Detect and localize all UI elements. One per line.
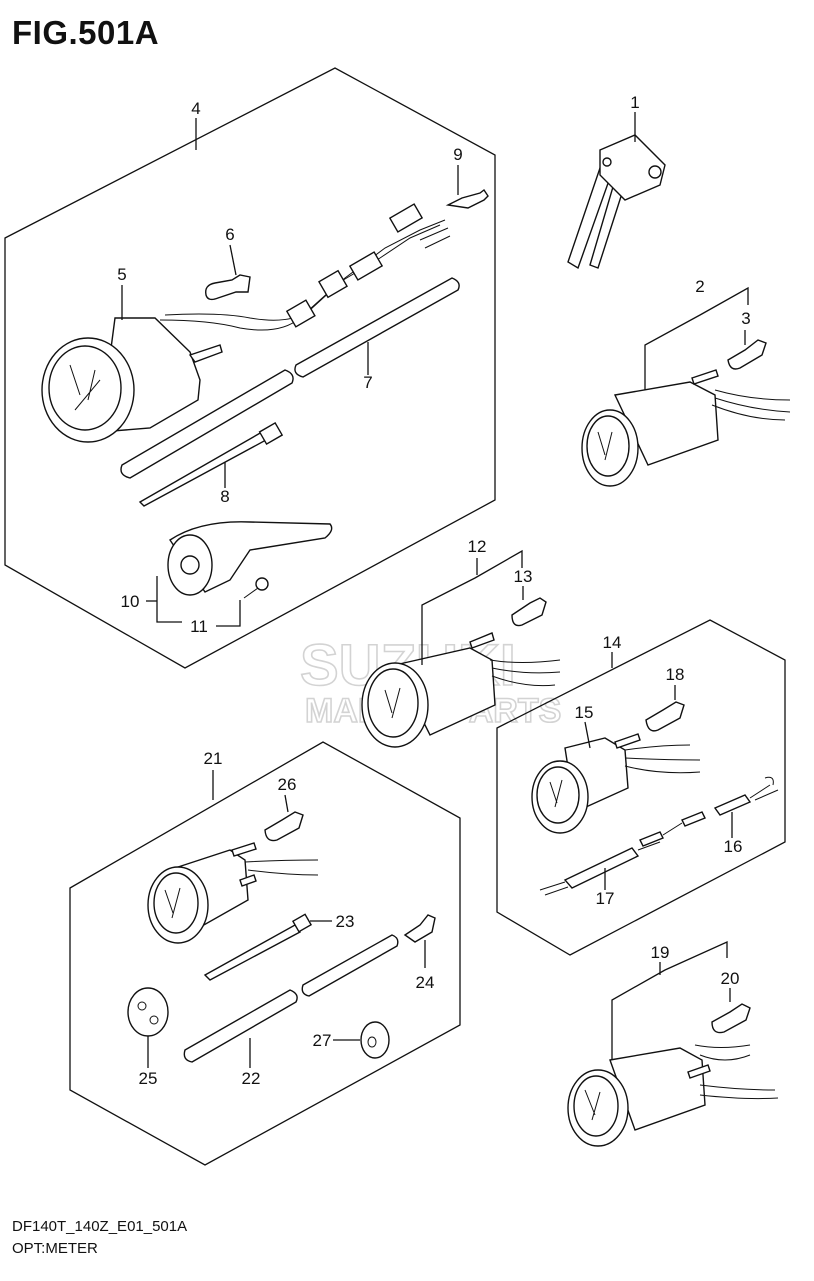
part-2-gauge (581, 369, 791, 487)
part-26-bulb (264, 811, 304, 842)
part-21-gauge (147, 842, 319, 944)
part-6-bulb (205, 274, 251, 301)
callout-8: 8 (220, 487, 229, 506)
part-9-bulb (445, 188, 489, 209)
part-12-gauge (361, 632, 561, 748)
callout-21: 21 (204, 749, 223, 768)
callout-4: 4 (191, 99, 200, 118)
callout-15: 15 (575, 703, 594, 722)
figure-title: FIG.501A (12, 14, 160, 51)
part-17-wire (539, 811, 706, 896)
callout-17: 17 (596, 889, 615, 908)
part-19-gauge (567, 1044, 779, 1147)
callout-24: 24 (416, 973, 435, 992)
callout-26: 26 (278, 775, 297, 794)
callout-9: 9 (453, 145, 462, 164)
part-23-tie (203, 913, 313, 981)
model-code: DF140T_140Z_E01_501A (12, 1218, 188, 1235)
part-25-grommet (127, 987, 169, 1037)
callout-6: 6 (225, 225, 234, 244)
part-8-tie (138, 421, 284, 507)
group-box-14 (496, 619, 786, 956)
callout-7: 7 (363, 373, 372, 392)
callout-19: 19 (651, 943, 670, 962)
part-15-gauge (531, 733, 701, 834)
part-24-fitting (403, 914, 436, 943)
part-10-bracket (167, 521, 333, 596)
part-1-sender (567, 134, 666, 270)
callout-2: 2 (695, 277, 704, 296)
callout-13: 13 (514, 567, 533, 586)
callout-3: 3 (741, 309, 750, 328)
part-13-bulb (511, 597, 547, 627)
callout-18: 18 (666, 665, 685, 684)
callout-20: 20 (721, 969, 740, 988)
part-20-bulb (711, 1003, 751, 1034)
part-3-bulb (727, 339, 767, 370)
callout-16: 16 (724, 837, 743, 856)
part-27-bushing (360, 1021, 390, 1059)
group-box-4 (4, 67, 496, 669)
part-5-gauge (41, 219, 446, 443)
callout-25: 25 (139, 1069, 158, 1088)
callout-5: 5 (117, 265, 126, 284)
part-16-wire (713, 776, 779, 816)
part-18-bulb (645, 701, 685, 732)
group-box-21 (69, 741, 461, 1166)
callout-14: 14 (603, 633, 622, 652)
callout-12: 12 (468, 537, 487, 556)
part-11-screw (243, 577, 269, 599)
section-name: OPT:METER (12, 1240, 98, 1257)
callout-23: 23 (336, 912, 355, 931)
callout-22: 22 (242, 1069, 261, 1088)
part-7-hose (120, 277, 460, 479)
harness-connectors (285, 203, 451, 328)
callout-1: 1 (630, 93, 639, 112)
callout-10: 10 (121, 592, 140, 611)
part-22-hose (183, 934, 399, 1063)
callout-27: 27 (313, 1031, 332, 1050)
callout-11: 11 (190, 617, 208, 636)
